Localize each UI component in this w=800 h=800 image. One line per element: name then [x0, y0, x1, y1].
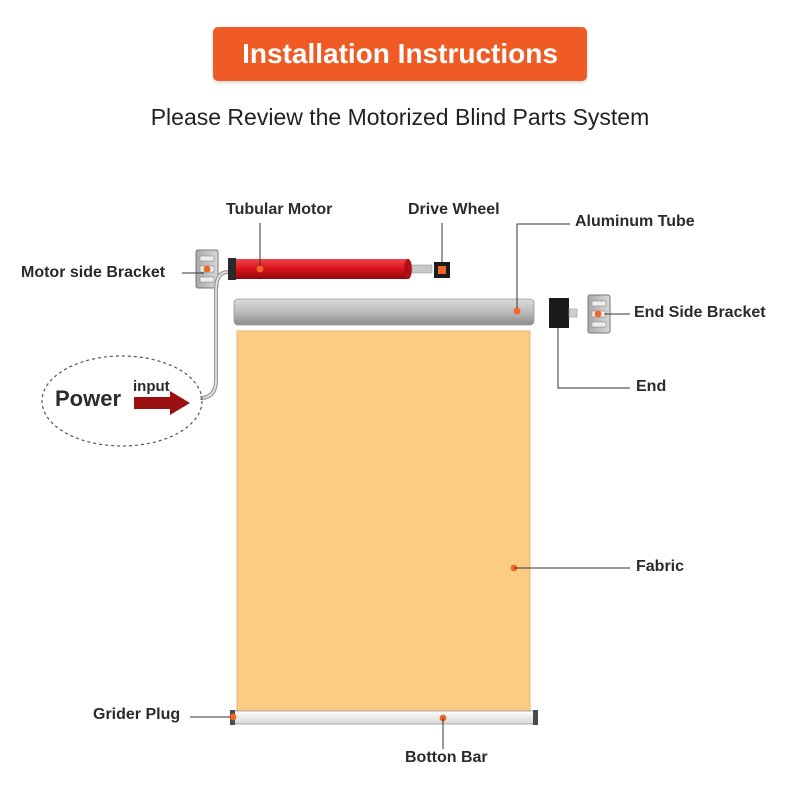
end-cap	[549, 298, 578, 328]
subtitle: Please Review the Motorized Blind Parts …	[150, 104, 650, 130]
label-grider-plug: Grider Plug	[93, 706, 181, 723]
label-end-side-bracket: End Side Bracket	[634, 304, 766, 321]
label-drive-wheel: Drive Wheel	[408, 201, 500, 218]
motor-side-bracket	[195, 249, 219, 289]
fabric-panel	[236, 330, 531, 712]
label-motor-side-bracket: Motor side Bracket	[21, 264, 166, 281]
label-tubular-motor: Tubular Motor	[226, 201, 333, 218]
label-aluminum-tube: Aluminum Tube	[575, 213, 695, 230]
title-banner: Installation Instructions	[213, 27, 587, 81]
label-input: input	[133, 378, 170, 395]
label-botton-bar: Botton Bar	[405, 749, 488, 766]
leader-end	[557, 328, 630, 389]
bottom-bar	[229, 710, 538, 725]
power-callout	[41, 355, 203, 447]
power-cable	[199, 270, 229, 400]
label-power: Power	[55, 386, 122, 411]
label-fabric: Fabric	[636, 558, 685, 575]
tubular-motor	[228, 258, 433, 280]
label-end: End	[636, 378, 667, 395]
power-input-arrow-icon	[134, 391, 190, 415]
drive-wheel	[434, 262, 450, 278]
aluminum-tube	[233, 298, 535, 326]
leader-aluminum-tube	[516, 223, 570, 308]
